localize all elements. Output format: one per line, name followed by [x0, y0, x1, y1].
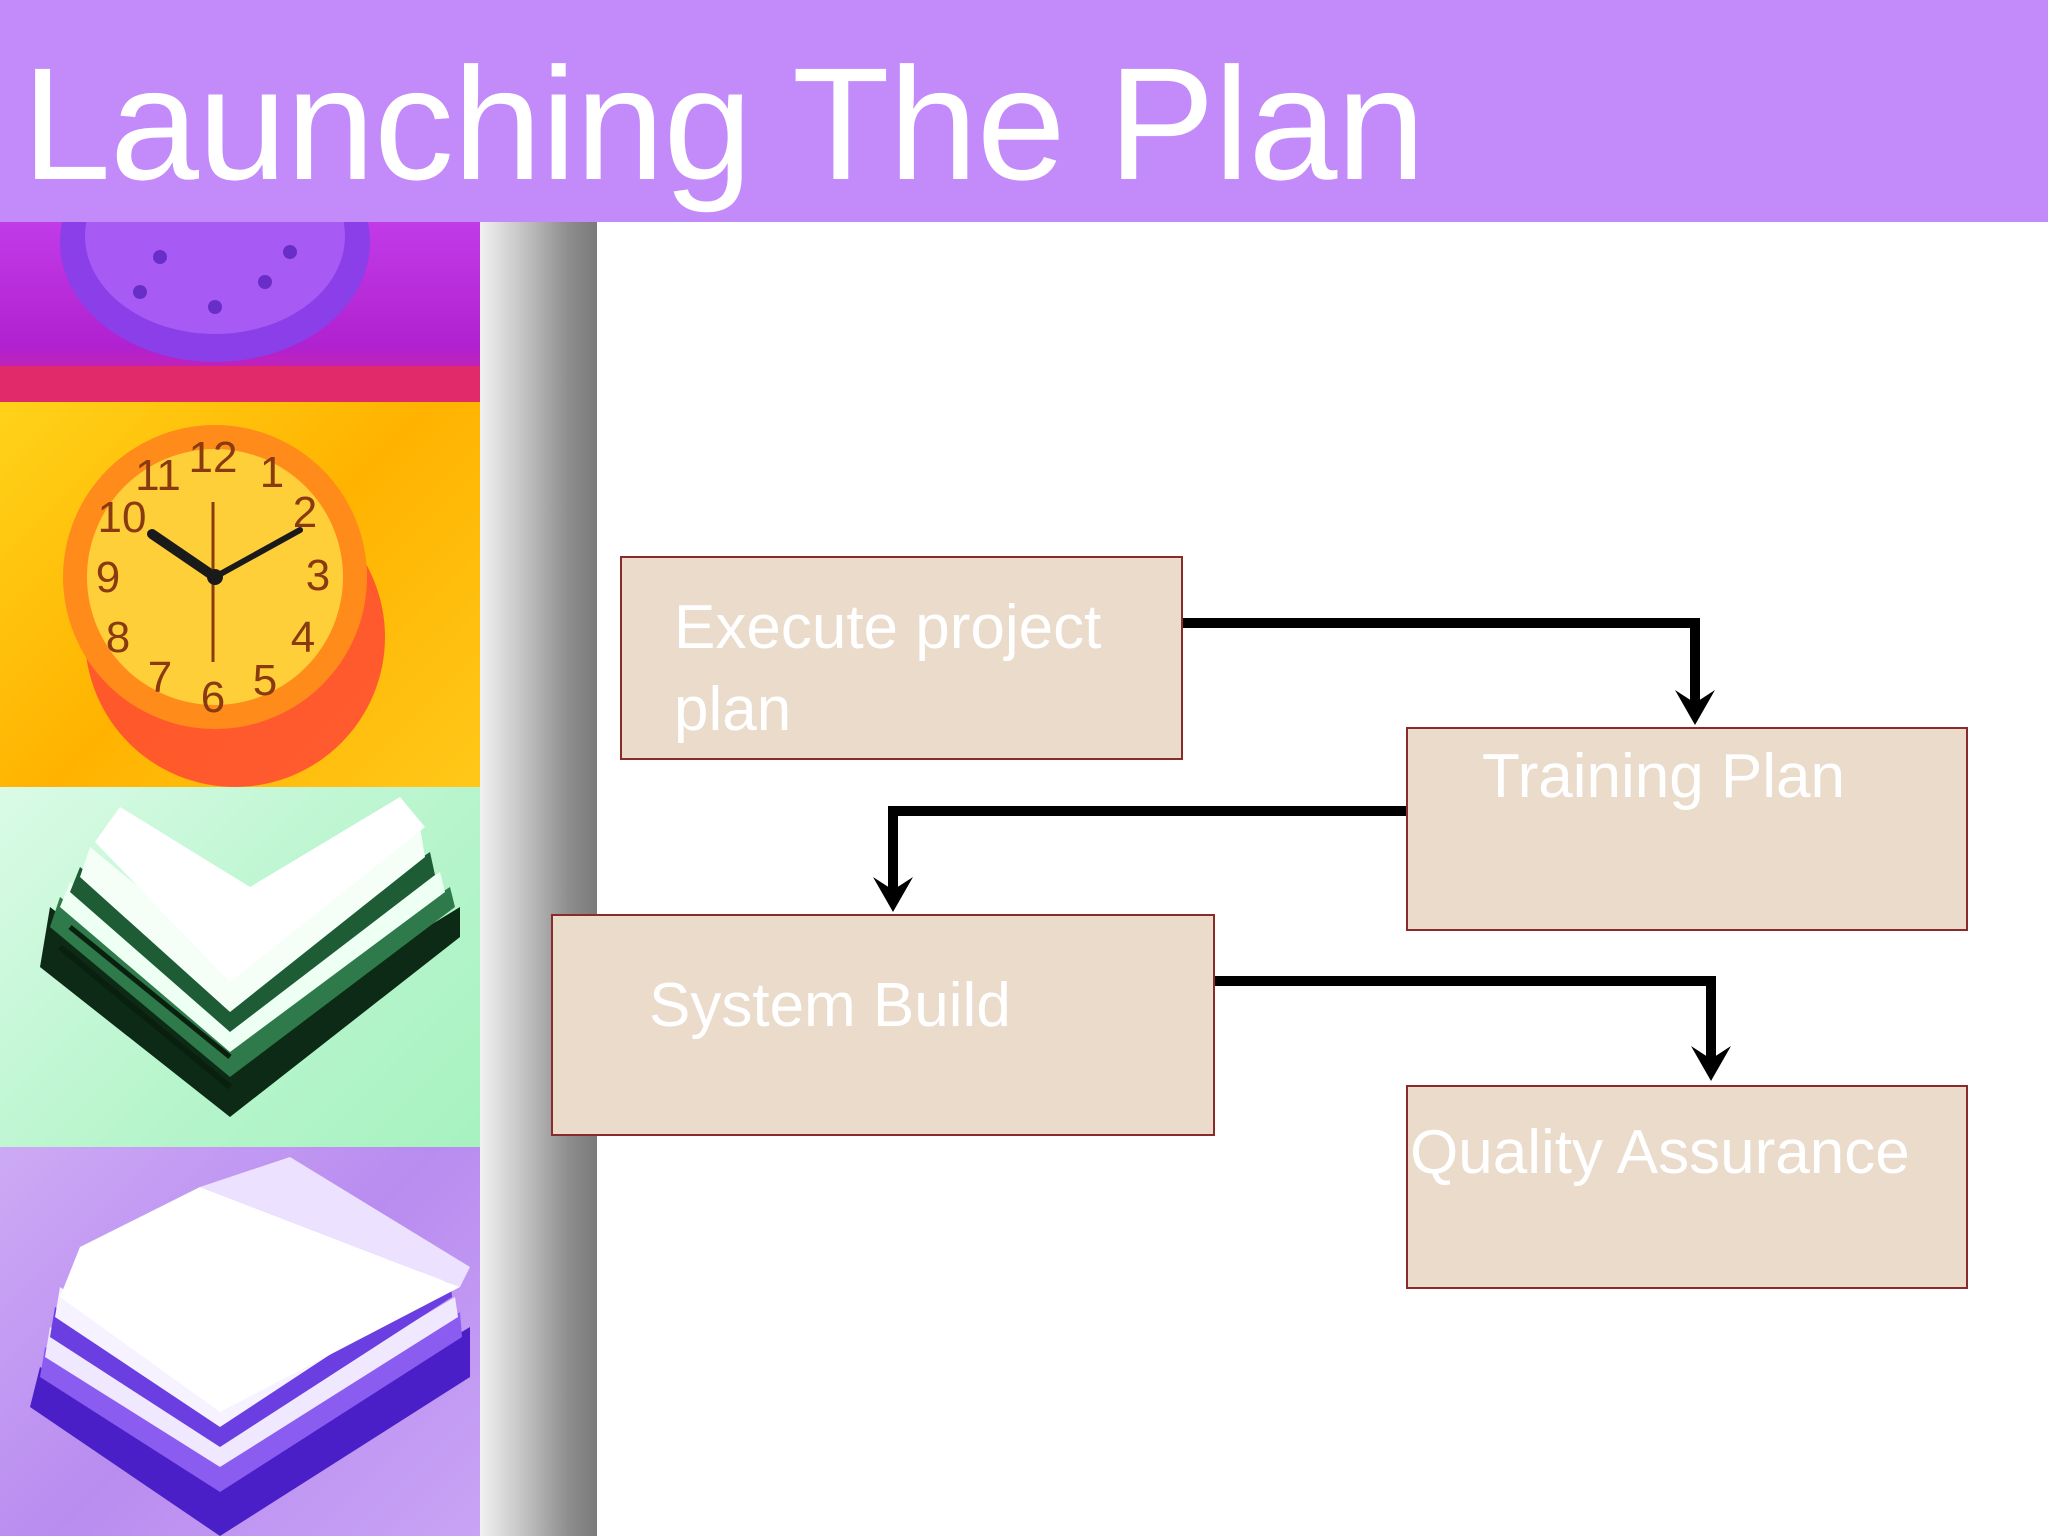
svg-text:4: 4 — [291, 613, 315, 662]
clock-orange-image: 12 1 2 3 4 5 6 7 8 9 10 11 — [0, 402, 480, 787]
photo-strip: 12 1 2 3 4 5 6 7 8 9 10 11 — [0, 222, 480, 1536]
clock-magenta-image — [0, 222, 480, 402]
step-system-build: System Build — [551, 914, 1215, 1136]
svg-text:6: 6 — [201, 673, 225, 722]
arrowhead-system — [873, 877, 913, 912]
gradient-divider — [480, 222, 597, 1536]
svg-text:10: 10 — [98, 493, 147, 542]
svg-text:7: 7 — [148, 653, 172, 702]
connector-training-to-system — [888, 806, 1406, 893]
arrowhead-quality — [1691, 1046, 1731, 1081]
svg-text:8: 8 — [106, 613, 130, 662]
svg-text:11: 11 — [135, 451, 181, 500]
svg-text:3: 3 — [306, 551, 330, 600]
step-execute-label-line1: Execute project — [674, 593, 1102, 662]
svg-text:1: 1 — [260, 448, 284, 497]
svg-text:5: 5 — [253, 656, 277, 705]
connector-execute-to-training — [1183, 618, 1700, 705]
papers-green-image — [0, 787, 480, 1147]
step-training-label: Training Plan — [1482, 742, 1846, 811]
svg-text:12: 12 — [189, 433, 238, 482]
step-execute-label-line2: plan — [674, 675, 792, 744]
connector-system-to-quality — [1215, 976, 1716, 1062]
step-system-label: System Build — [649, 971, 1011, 1040]
step-quality-label: Quality Assurance — [1410, 1118, 1910, 1187]
arrowhead-training — [1675, 690, 1715, 725]
step-training-plan: Training Plan — [1406, 727, 1968, 931]
step-execute-project-plan: Execute project plan — [620, 556, 1183, 760]
step-quality-assurance: Quality Assurance — [1406, 1085, 1968, 1289]
papers-purple-image — [0, 1147, 480, 1536]
svg-text:9: 9 — [96, 553, 120, 602]
slide-title: Launching The Plan — [22, 34, 1425, 213]
title-bar: Launching The Plan — [0, 0, 2048, 222]
